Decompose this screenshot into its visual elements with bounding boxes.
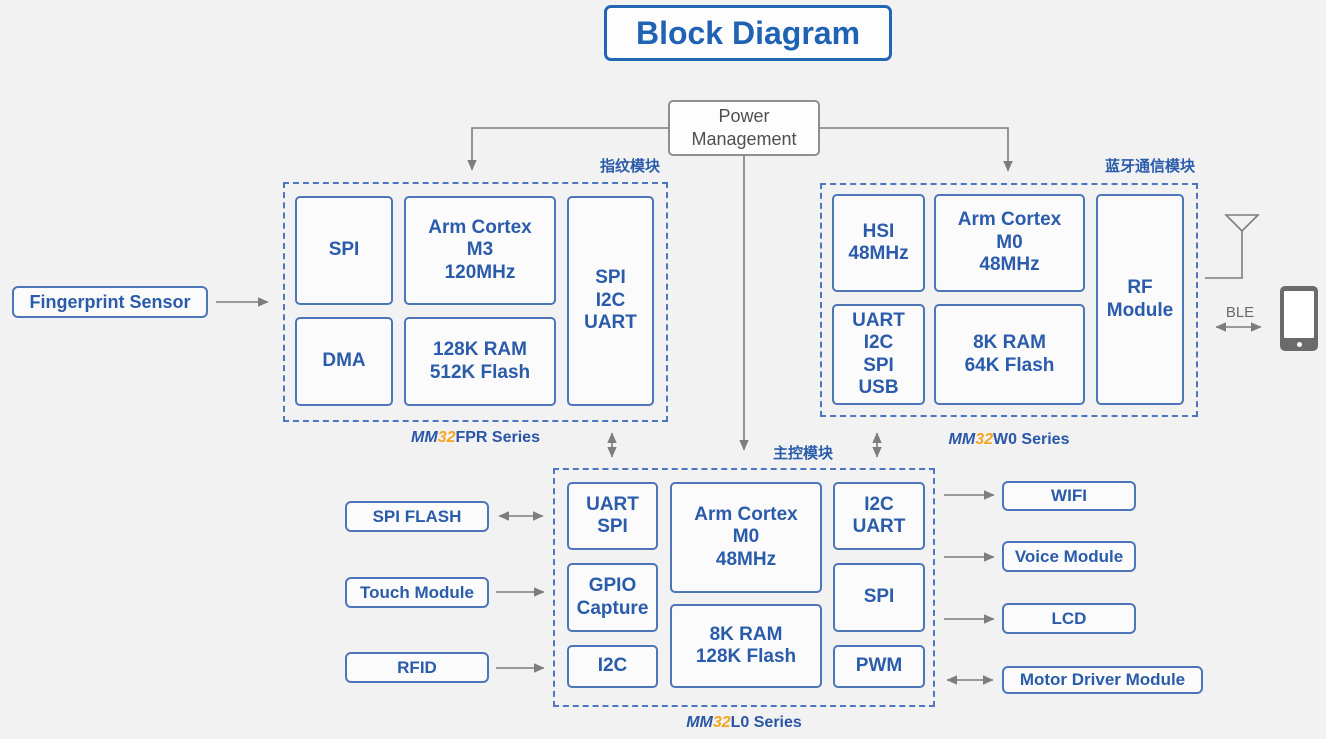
main-block-spi: SPI — [833, 563, 925, 632]
ble-label: BLE — [1225, 304, 1255, 321]
motor-driver-module-box: Motor Driver Module — [1002, 666, 1203, 694]
main-block-uart-spi: UART SPI — [567, 482, 658, 550]
bt-block-rf-module: RF Module — [1096, 194, 1184, 405]
wifi-box: WIFI — [1002, 481, 1136, 511]
smartphone-screen — [1284, 291, 1314, 338]
spi-flash-box: SPI FLASH — [345, 501, 489, 532]
wire-power-to-bluetooth — [820, 127, 1013, 172]
main-block-i2c-uart: I2C UART — [833, 482, 925, 550]
series-number: 32 — [437, 429, 456, 446]
fp-block-spi: SPI — [295, 196, 393, 305]
wire-power-to-fingerprint — [467, 127, 668, 171]
fp-block-dma: DMA — [295, 317, 393, 406]
series-suffix: W0 Series — [992, 431, 1070, 448]
smartphone-icon — [1280, 286, 1318, 351]
fingerprint-sensor-box: Fingerprint Sensor — [12, 286, 208, 318]
bt-block-cpu: Arm Cortex M0 48MHz — [934, 194, 1085, 292]
voice-module-box: Voice Module — [1002, 541, 1136, 572]
bluetooth-module-box — [820, 183, 1198, 417]
bluetooth-module-label: 蓝牙通信模块 — [1104, 158, 1195, 175]
series-prefix: MM — [948, 431, 976, 448]
bt-block-peripherals: UART I2C SPI USB — [832, 304, 925, 405]
touch-module-box: Touch Module — [345, 577, 489, 608]
fp-block-peripherals: SPI I2C UART — [567, 196, 654, 406]
bt-block-memory: 8K RAM 64K Flash — [934, 304, 1085, 405]
main-block-i2c: I2C — [567, 645, 658, 688]
main-module-box — [553, 468, 935, 707]
main-block-cpu: Arm Cortex M0 48MHz — [670, 482, 822, 593]
series-number: 32 — [975, 431, 993, 448]
rfid-box: RFID — [345, 652, 489, 683]
main-block-memory: 8K RAM 128K Flash — [670, 604, 822, 688]
power-management-box: Power Management — [668, 100, 820, 156]
bt-block-hsi: HSI 48MHz — [832, 194, 925, 292]
main-block-pwm: PWM — [833, 645, 925, 688]
fingerprint-module-box — [283, 182, 668, 422]
main-block-gpio-capture: GPIO Capture — [567, 563, 658, 632]
series-prefix: MM — [686, 714, 713, 731]
smartphone-home-button — [1296, 342, 1302, 347]
fp-block-cpu: Arm Cortex M3 120MHz — [404, 196, 556, 305]
diagram-title: Block Diagram — [604, 5, 892, 61]
fingerprint-module-label: 指纹模块 — [599, 158, 660, 175]
main-module-label: 主控模块 — [773, 445, 834, 462]
lcd-box: LCD — [1002, 603, 1136, 634]
series-suffix: FPR Series — [455, 429, 540, 446]
fp-block-memory: 128K RAM 512K Flash — [404, 317, 556, 406]
antenna-icon — [1205, 214, 1260, 279]
series-suffix: L0 Series — [730, 714, 802, 731]
series-prefix: MM — [411, 429, 438, 446]
series-number: 32 — [712, 714, 731, 731]
